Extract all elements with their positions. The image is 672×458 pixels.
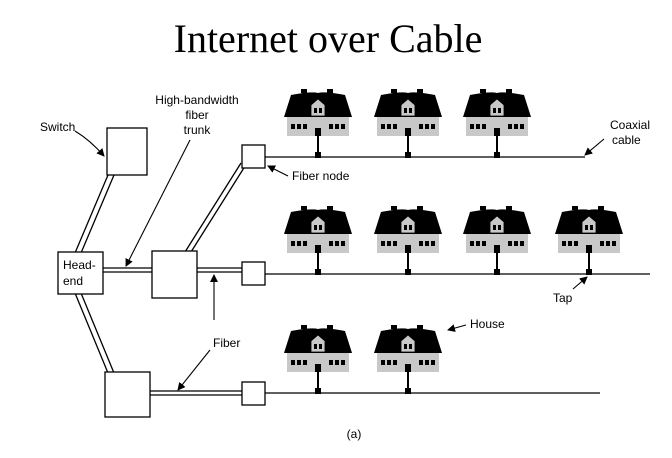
fiber-node-top [241,144,266,169]
fiber-node-arrow [267,165,289,177]
head-end-label-line2: end [63,274,83,288]
house [373,205,443,276]
house [462,205,532,276]
head-end-box [57,251,104,295]
house [283,88,353,159]
fiber-label: Fiber [213,336,240,350]
tap-label: Tap [553,291,573,305]
house [283,205,353,276]
fiber-arrow-bottom [177,349,211,391]
trunk-label-line2: fiber [185,108,208,122]
house [554,205,624,276]
trunk-label-line1: High-bandwidth [155,93,238,107]
fiber-node-label: Fiber node [292,169,350,183]
switch-arrow [74,130,105,157]
caption: (a) [347,427,362,441]
house-arrow [447,324,467,332]
distribution-node-bottom [104,371,151,418]
distribution-node-middle [151,250,198,299]
tap-arrow [572,276,588,290]
page-title: Internet over Cable [174,16,483,61]
switch-box [106,127,148,176]
house [283,324,353,395]
fiber-links [74,162,248,396]
house [462,88,532,159]
house [373,324,443,395]
house [373,88,443,159]
trunk-label-line3: trunk [184,123,212,137]
fiber-node-middle [241,261,266,286]
coax-label-line2: cable [612,133,641,147]
fiber-node-bottom [241,381,266,406]
switch-label: Switch [40,120,75,134]
house-label: House [470,317,505,331]
coax-arrow [584,138,605,156]
coax-label-line1: Coaxial [610,118,650,132]
trunk-arrow [125,139,191,267]
head-end-label-line1: Head- [63,258,96,272]
